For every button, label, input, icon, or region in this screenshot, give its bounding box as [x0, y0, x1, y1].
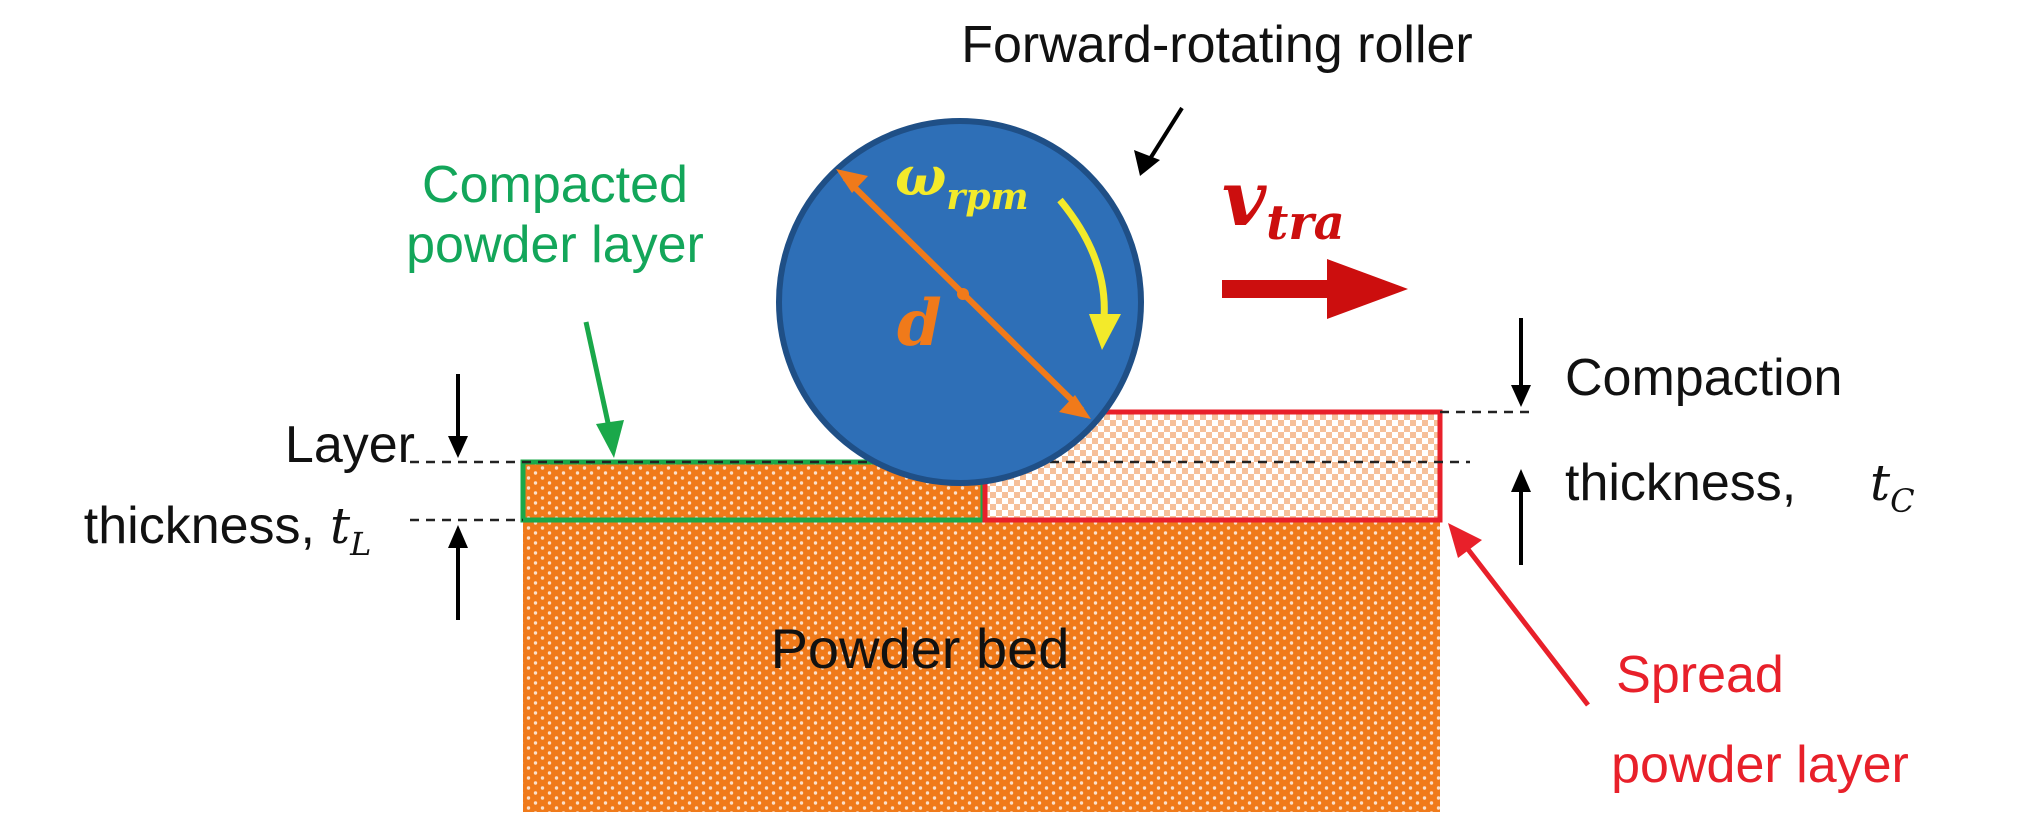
compaction-top-arrowhead: [1511, 385, 1531, 407]
velocity-symbol: vtra: [1222, 154, 1345, 251]
diameter-arrowhead-bottom: [1059, 395, 1091, 419]
diameter-symbol: d: [897, 286, 942, 361]
diameter-arrowhead-top: [836, 169, 868, 193]
compacted-label-line2: powder layer: [406, 216, 704, 274]
spread-callout-arrow: [1465, 546, 1590, 707]
roller-callout-arrow: [1146, 106, 1184, 164]
rotation-arrowhead: [1089, 314, 1121, 350]
spread-label-line2: powder layer: [1611, 736, 1909, 794]
roller: [776, 118, 1144, 486]
layer-bottom-arrowhead: [448, 525, 468, 548]
powder-bed-label: Powder bed: [771, 617, 1070, 680]
compacted-callout-arrow: [583, 321, 613, 433]
compaction-thickness-label-line1: Compaction: [1565, 349, 1842, 407]
tC-symbol: tC: [1870, 454, 1915, 520]
spread-label-line1: Spread: [1616, 646, 1784, 704]
spread-callout-arrowhead: [1448, 523, 1482, 558]
compacted-label-line1: Compacted: [422, 156, 688, 214]
roller-center-dot: [957, 288, 969, 300]
tL-symbol: tL: [330, 497, 371, 563]
velocity-arrow-shaft: [1222, 280, 1330, 298]
layer-thickness-label-line1: Layer: [285, 416, 415, 474]
layer-thickness-label-line2: thickness,: [84, 497, 315, 555]
compacted-callout-arrowhead: [596, 420, 624, 458]
omega-symbol: ωrpm: [895, 144, 1029, 218]
roller-callout-arrowhead: [1134, 150, 1160, 176]
compaction-bottom-arrowhead: [1511, 469, 1531, 492]
roller-label: Forward-rotating roller: [961, 16, 1473, 74]
compaction-thickness-label-line2: thickness,: [1565, 454, 1796, 512]
velocity-arrowhead: [1327, 259, 1408, 319]
powder-bed: [523, 520, 1440, 812]
rotation-arrow: [1057, 197, 1108, 319]
layer-top-arrowhead: [448, 436, 468, 458]
